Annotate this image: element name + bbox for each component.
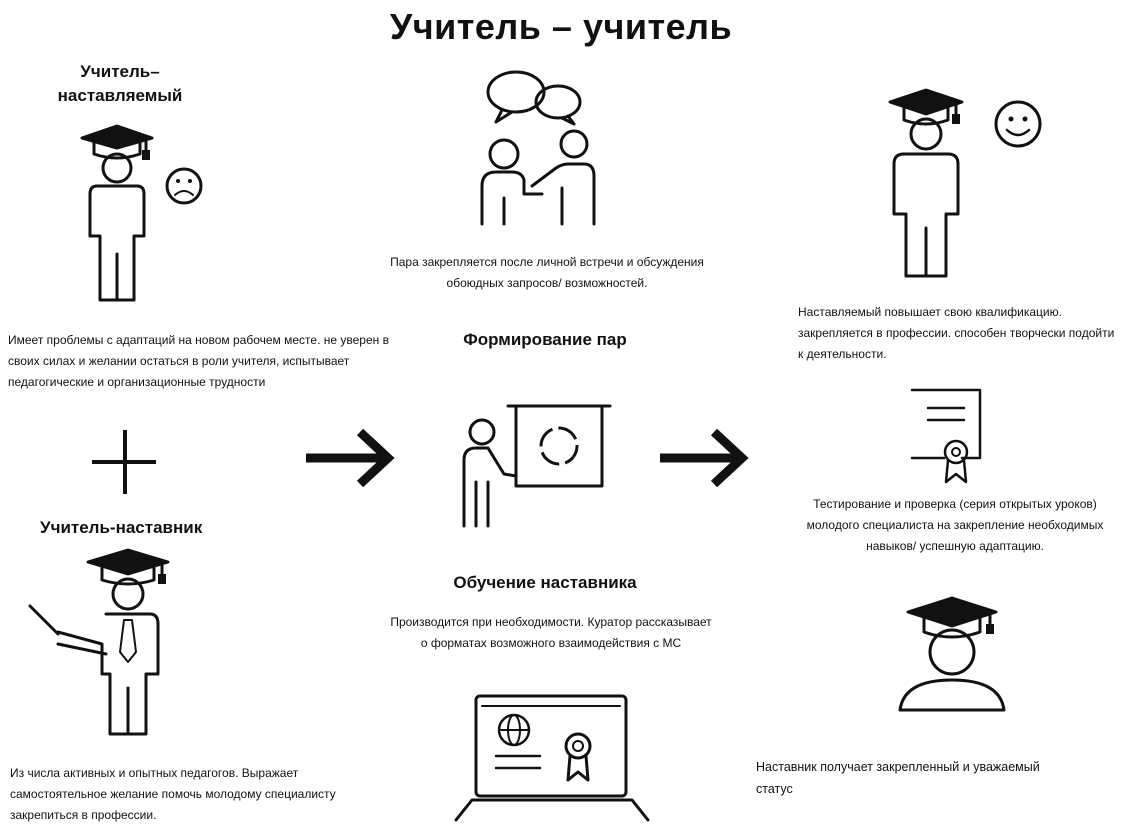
training-description: Производится при необходимости. Куратор … — [390, 615, 712, 650]
diagram-title: Учитель – учитель — [389, 6, 733, 47]
presentation-board-icon — [462, 404, 612, 528]
result-description: Наставляемый повышает свою квалификацию.… — [798, 305, 1115, 361]
arrow-right-icon — [660, 428, 749, 488]
testing-description: Тестирование и проверка (серия открытых … — [806, 497, 1104, 553]
certificate-icon — [910, 388, 982, 484]
graduate-teacher-pointer-icon — [28, 548, 170, 736]
graduate-sad-icon — [80, 124, 203, 302]
laptop-certificate-icon — [454, 694, 650, 822]
pairs-heading: Формирование пар — [463, 330, 627, 349]
graduate-bust-icon — [898, 596, 1006, 712]
mentee-heading: Учитель– наставляемый — [57, 62, 183, 105]
status-description: Наставник получает закрепленный и уважае… — [756, 760, 1040, 796]
training-heading: Обучение наставника — [453, 573, 637, 592]
mentor-heading: Учитель-наставник — [40, 518, 203, 537]
speech-bubbles-people-icon — [480, 70, 596, 226]
plus-icon — [92, 430, 156, 494]
pairs-description: Пара закрепляется после личной встречи и… — [390, 255, 704, 290]
mentor-description: Из числа активных и опытных педагогов. В… — [10, 766, 336, 822]
mentee-description: Имеет проблемы с адаптаций на новом рабо… — [8, 333, 389, 389]
graduate-happy-icon — [888, 88, 1042, 278]
arrow-right-icon — [306, 428, 395, 488]
